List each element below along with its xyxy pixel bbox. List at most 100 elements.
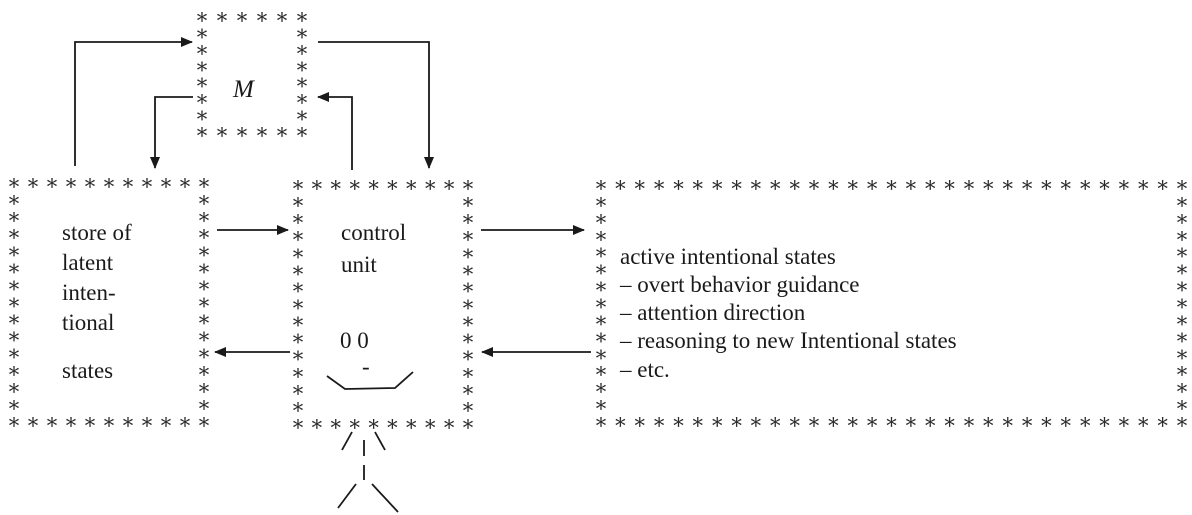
border-star: *	[654, 414, 665, 438]
border-star: *	[297, 75, 308, 99]
border-star: *	[463, 331, 474, 355]
border-star: *	[312, 416, 323, 440]
border-star: *	[1002, 414, 1013, 438]
border-star: *	[406, 177, 417, 201]
border-star: *	[123, 414, 134, 438]
star-borders: ****************************************…	[9, 9, 1188, 440]
border-star: *	[161, 175, 172, 199]
figure-leg-left	[337, 483, 357, 509]
control-box-border: ****************************************…	[293, 177, 474, 440]
border-star: *	[199, 346, 210, 370]
border-star: *	[293, 348, 304, 372]
border-star: *	[1177, 312, 1188, 336]
border-star: *	[1177, 245, 1188, 269]
border-star: *	[47, 414, 58, 438]
active-box-border: ****************************************…	[596, 177, 1188, 438]
border-star: *	[142, 175, 153, 199]
border-star: *	[1177, 346, 1188, 370]
border-star: *	[964, 177, 975, 201]
border-star: *	[673, 177, 684, 201]
border-star: *	[293, 228, 304, 252]
border-star: *	[654, 177, 665, 201]
border-star: *	[867, 414, 878, 438]
control-line-1: control	[341, 220, 406, 245]
border-star: *	[1157, 414, 1168, 438]
border-star: *	[1002, 177, 1013, 201]
border-star: *	[1177, 211, 1188, 235]
border-star: *	[297, 25, 308, 49]
border-star: *	[1177, 397, 1188, 421]
border-star: *	[197, 25, 208, 49]
border-star: *	[331, 177, 342, 201]
border-star: *	[1099, 177, 1110, 201]
border-star: *	[886, 414, 897, 438]
border-star: *	[463, 314, 474, 338]
border-star: *	[387, 416, 398, 440]
border-star: *	[906, 177, 917, 201]
border-star: *	[1061, 177, 1072, 201]
border-star: *	[199, 260, 210, 284]
border-star: *	[463, 382, 474, 406]
border-star: *	[199, 397, 210, 421]
border-star: *	[257, 124, 268, 148]
border-star: *	[293, 194, 304, 218]
store-line-5: states	[62, 358, 113, 383]
border-star: *	[983, 177, 994, 201]
border-star: *	[463, 365, 474, 389]
border-star: *	[1177, 228, 1188, 252]
border-star: *	[596, 312, 607, 336]
border-star: *	[906, 414, 917, 438]
border-star: *	[1177, 279, 1188, 303]
border-star: *	[293, 382, 304, 406]
border-star: *	[199, 414, 210, 438]
border-star: *	[293, 245, 304, 269]
border-star: *	[1138, 414, 1149, 438]
control-box-text: control unit 0 0 -	[326, 220, 414, 390]
border-star: *	[368, 416, 379, 440]
border-star: *	[1177, 414, 1188, 438]
memory-box-border: ************************	[197, 9, 308, 148]
border-star: *	[9, 295, 20, 319]
border-star: *	[615, 414, 626, 438]
border-star: *	[9, 312, 20, 336]
border-star: *	[596, 329, 607, 353]
figure-leg-right	[371, 483, 399, 513]
border-star: *	[925, 177, 936, 201]
border-star: *	[293, 297, 304, 321]
border-star: *	[444, 177, 455, 201]
border-star: *	[349, 177, 360, 201]
border-star: *	[277, 124, 288, 148]
border-star: *	[463, 416, 474, 440]
border-star: *	[28, 414, 39, 438]
border-star: *	[277, 9, 288, 33]
border-star: *	[197, 108, 208, 132]
border-star: *	[1119, 414, 1130, 438]
border-star: *	[199, 226, 210, 250]
border-star: *	[47, 175, 58, 199]
border-star: *	[180, 175, 191, 199]
border-star: *	[1061, 414, 1072, 438]
border-star: *	[161, 414, 172, 438]
border-star: *	[9, 192, 20, 216]
border-star: *	[293, 279, 304, 303]
border-star: *	[463, 245, 474, 269]
border-star: *	[9, 346, 20, 370]
control-line-2: unit	[341, 252, 377, 277]
active-line-5: – etc.	[619, 357, 670, 382]
border-star: *	[1099, 414, 1110, 438]
border-star: *	[217, 9, 228, 33]
border-star: *	[848, 414, 859, 438]
border-star: *	[848, 177, 859, 201]
store-line-3: inten-	[62, 280, 116, 305]
border-star: *	[463, 194, 474, 218]
border-star: *	[293, 399, 304, 423]
border-star: *	[197, 58, 208, 82]
arrow-store-to-memory	[74, 37, 193, 166]
border-star: *	[425, 416, 436, 440]
active-line-1: active intentional states	[620, 244, 836, 269]
border-star: *	[197, 91, 208, 115]
border-star: *	[673, 414, 684, 438]
border-star: *	[463, 297, 474, 321]
active-line-3: – attention direction	[619, 300, 806, 325]
